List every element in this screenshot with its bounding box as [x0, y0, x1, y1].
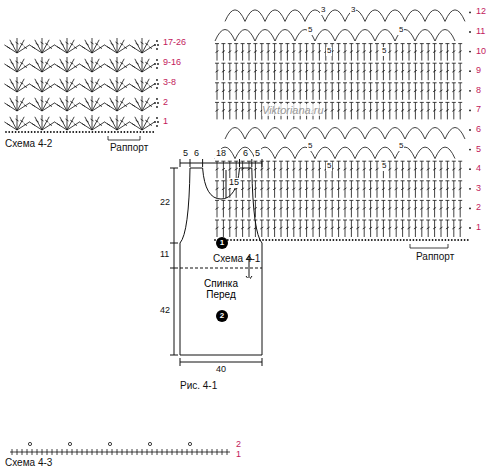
- stitch-count: 3: [320, 6, 326, 15]
- row-number: 2: [236, 440, 241, 450]
- dimension: 5: [254, 149, 261, 159]
- chart-4-1: [214, 10, 471, 248]
- chart-4-2: [4, 38, 159, 140]
- dimension: 11: [159, 250, 170, 260]
- row-number: 3-8: [163, 78, 176, 88]
- row-number: 1: [476, 223, 481, 233]
- stitch-count: 5: [381, 47, 387, 56]
- piece-name: Спинка Перед: [192, 278, 250, 300]
- dimension: 18: [215, 149, 227, 159]
- row-number: 10: [476, 47, 486, 57]
- row-number: 7: [476, 105, 481, 115]
- dimension: 5: [182, 149, 189, 159]
- row-number: 9: [476, 66, 481, 76]
- row-number: 8: [476, 86, 481, 96]
- part-number: 1: [216, 237, 228, 249]
- caption-label: Схема 4-2: [5, 138, 52, 149]
- caption-label: Раппорт: [110, 142, 148, 153]
- dimension: 42: [159, 306, 171, 316]
- stitch-count: 5: [398, 26, 404, 35]
- caption-label: Схема 4-3: [5, 457, 52, 468]
- caption-label: Рис. 4-1: [180, 380, 217, 391]
- row-number: 11: [476, 27, 485, 37]
- row-number: 17-26: [163, 38, 186, 48]
- stitch-count: 5: [326, 47, 332, 56]
- part-number: 2: [216, 310, 228, 322]
- dimension: 22: [159, 198, 171, 208]
- stitch-count: 5: [307, 26, 313, 35]
- row-number: 3: [476, 184, 481, 194]
- row-number: 5: [476, 145, 481, 155]
- caption-label: Раппорт: [416, 251, 454, 262]
- row-number: 1: [236, 450, 241, 460]
- dimension: 15: [228, 178, 240, 188]
- row-number: 9-16: [163, 58, 181, 68]
- dimension: 40: [215, 365, 227, 375]
- row-number: 6: [476, 125, 481, 135]
- watermark: Viktoriana.ru: [262, 104, 324, 116]
- chart-4-3: [10, 442, 230, 455]
- garment-figure: [170, 159, 262, 366]
- dimension: 6: [242, 149, 249, 159]
- caption-label: Схема 4-1: [213, 253, 260, 264]
- row-number: 4: [476, 164, 481, 174]
- row-number: 2: [476, 203, 481, 213]
- stitch-count: 5: [381, 162, 387, 171]
- stitch-count: 5: [307, 142, 313, 151]
- part-number-circle: 2: [216, 310, 228, 322]
- row-number: 1: [163, 117, 168, 127]
- dimension: 6: [193, 149, 200, 159]
- stitch-count: 5: [398, 142, 404, 151]
- stitch-count: 5: [326, 162, 332, 171]
- part-number-circle: 1: [216, 237, 228, 249]
- garment-piece: Спинка Перед 1 2: [180, 168, 262, 355]
- row-number: 2: [163, 98, 168, 108]
- stitch-count: 3: [350, 6, 356, 15]
- row-number: 12: [476, 7, 486, 17]
